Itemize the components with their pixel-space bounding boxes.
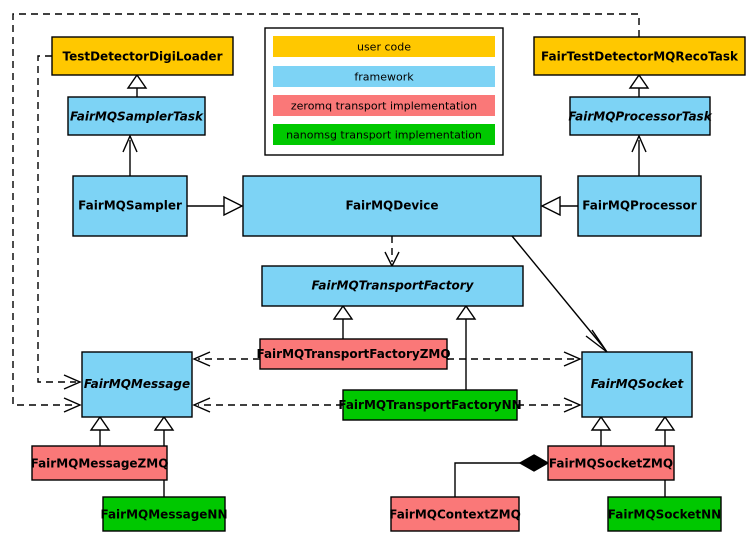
class-label-fairmqmessagenn: FairMQMessageNN [100, 508, 227, 522]
class-label-fairmqsocketnn: FairMQSocketNN [608, 508, 721, 522]
class-node-fairmqsampler[interactable]: FairMQSampler [72, 175, 188, 237]
generalization-arrow-tf-right [455, 304, 477, 320]
relationship-edges: FairMQTransportFactory (dashed, open hea… [89, 73, 676, 497]
legend-swatch-zeromq [273, 95, 495, 116]
class-label-fairmqsocket: FairMQSocket [591, 377, 685, 391]
class-box-fairmqmessage[interactable] [81, 351, 193, 418]
class-node-fairmqsocketnn[interactable]: FairMQSocketNN [607, 496, 722, 532]
class-node-fairmqdevice[interactable]: FairMQDevice [242, 175, 542, 237]
class-node-fairmqprocessor[interactable]: FairMQProcessor [577, 175, 702, 237]
class-node-fairmqmessagenn[interactable]: FairMQMessageNN [100, 496, 228, 532]
class-label-fairmqcontextzmq: FairMQContextZMQ [389, 508, 521, 522]
class-label-fairmqmessagezmq: FairMQMessageZMQ [31, 457, 169, 471]
generalization-arrow-device-right [540, 195, 561, 217]
class-box-fairmqmessagenn[interactable] [102, 496, 226, 532]
generalization-arrow-tf-left [332, 304, 354, 320]
class-boxes: TestDetectorDigiLoader FairMQSamplerTask… [31, 36, 746, 532]
arrowhead-tfzmq-to-socket [563, 351, 582, 367]
class-label-fairmqprocessor: FairMQProcessor [582, 199, 697, 213]
class-box-fairmqsocketnn[interactable] [607, 496, 722, 532]
class-label-fairmqtransportfactorynn: FairMQTransportFactoryNN [338, 398, 521, 412]
class-node-fairmqmessagezmq[interactable]: FairMQMessageZMQ [31, 445, 169, 481]
arrowhead-digiloader-to-message [63, 374, 82, 390]
legend-label-zeromq: zeromq transport implementation [291, 100, 477, 113]
legend-label-user-code: user code [357, 41, 411, 54]
generalization-arrow-digiloader [126, 73, 148, 89]
edge-contextzmq-to-socketzmq [454, 462, 534, 497]
class-box-fairmqtransportfactory[interactable] [261, 265, 524, 307]
arrowhead-tfzmq-to-message [192, 351, 211, 367]
edge-device-to-socket [511, 235, 605, 349]
arrowhead-sampler-to-samplertask [122, 134, 138, 153]
class-node-fairmqsamplertask[interactable]: FairMQSamplerTask [67, 96, 206, 136]
dependency-edges-outer [12, 13, 640, 413]
class-node-fairtestdetectormqrecotask[interactable]: FairTestDetectorMQRecoTask [533, 36, 746, 76]
legend-swatch-user-code [273, 36, 495, 57]
class-label-fairmqdevice: FairMQDevice [345, 199, 438, 213]
class-node-fairmqtransportfactoryzmq[interactable]: FairMQTransportFactoryZMQ [256, 338, 451, 370]
edge-recotask-to-message [12, 13, 640, 406]
class-box-fairmqtransportfactorynn[interactable] [342, 389, 518, 421]
class-box-fairtestdetectormqrecotask[interactable] [533, 36, 746, 76]
class-label-fairmqprocessortask: FairMQProcessorTask [568, 110, 712, 124]
legend-label-nanomsg: nanomsg transport implementation [286, 129, 482, 142]
generalization-arrow-socket-right [654, 415, 676, 431]
class-node-fairmqmessage[interactable]: FairMQMessage [81, 351, 193, 418]
class-node-fairmqsocketzmq[interactable]: FairMQSocketZMQ [547, 445, 675, 481]
generalization-arrow-recotask [628, 73, 650, 89]
class-box-fairmqtransportfactoryzmq[interactable] [259, 338, 448, 370]
legend-swatch-nanomsg [273, 124, 495, 145]
class-box-fairmqsocket[interactable] [581, 351, 693, 418]
class-box-fairmqprocessor[interactable] [577, 175, 702, 237]
class-box-fairmqprocessortask[interactable] [569, 96, 711, 136]
class-box-fairmqmessagezmq[interactable] [31, 445, 168, 481]
arrowhead-processor-to-processortask [631, 134, 647, 153]
class-box-fairmqcontextzmq[interactable] [390, 496, 520, 532]
legend: user code framework zeromq transport imp… [264, 27, 504, 156]
class-box-fairmqsocketzmq[interactable] [547, 445, 675, 481]
class-label-fairmqsocketzmq: FairMQSocketZMQ [549, 457, 673, 471]
class-label-fairmqsamplertask: FairMQSamplerTask [70, 110, 204, 124]
class-node-fairmqprocessortask[interactable]: FairMQProcessorTask [568, 96, 713, 136]
generalization-arrow-socket-left [590, 415, 612, 431]
edge-digiloader-to-message [37, 55, 76, 383]
class-label-testdetectordigiloader: TestDetectorDigiLoader [62, 50, 222, 64]
class-node-fairmqtransportfactory[interactable]: FairMQTransportFactory [261, 265, 524, 307]
generalization-arrow-message-left [89, 415, 111, 431]
class-node-fairmqcontextzmq[interactable]: FairMQContextZMQ [389, 496, 521, 532]
class-node-testdetectordigiloader[interactable]: TestDetectorDigiLoader [51, 36, 234, 76]
arrowhead-tfnn-to-socket [563, 397, 582, 413]
class-label-fairmqtransportfactory: FairMQTransportFactory [312, 279, 475, 293]
class-node-fairmqsocket[interactable]: FairMQSocket [581, 351, 693, 418]
class-label-fairtestdetectormqrecotask: FairTestDetectorMQRecoTask [541, 50, 739, 64]
class-label-fairmqmessage: FairMQMessage [84, 377, 190, 391]
class-label-fairmqsampler: FairMQSampler [78, 199, 182, 213]
class-box-fairmqdevice[interactable] [242, 175, 542, 237]
composition-diamond-socketzmq [518, 454, 550, 472]
class-box-fairmqsampler[interactable] [72, 175, 188, 237]
arrowhead-recotask-to-message [63, 397, 82, 413]
arrowhead-tfnn-to-message [192, 397, 211, 413]
legend-label-framework: framework [354, 71, 414, 84]
class-node-fairmqtransportfactorynn[interactable]: FairMQTransportFactoryNN [338, 389, 522, 421]
class-label-fairmqtransportfactoryzmq: FairMQTransportFactoryZMQ [256, 347, 450, 361]
arrowhead-device-to-socket [585, 329, 608, 353]
class-box-fairmqsamplertask[interactable] [67, 96, 206, 136]
generalization-arrow-device-left [223, 195, 244, 217]
generalization-arrow-message-right [153, 415, 175, 431]
legend-swatch-framework [273, 66, 495, 87]
class-box-testdetectordigiloader[interactable] [51, 36, 234, 76]
